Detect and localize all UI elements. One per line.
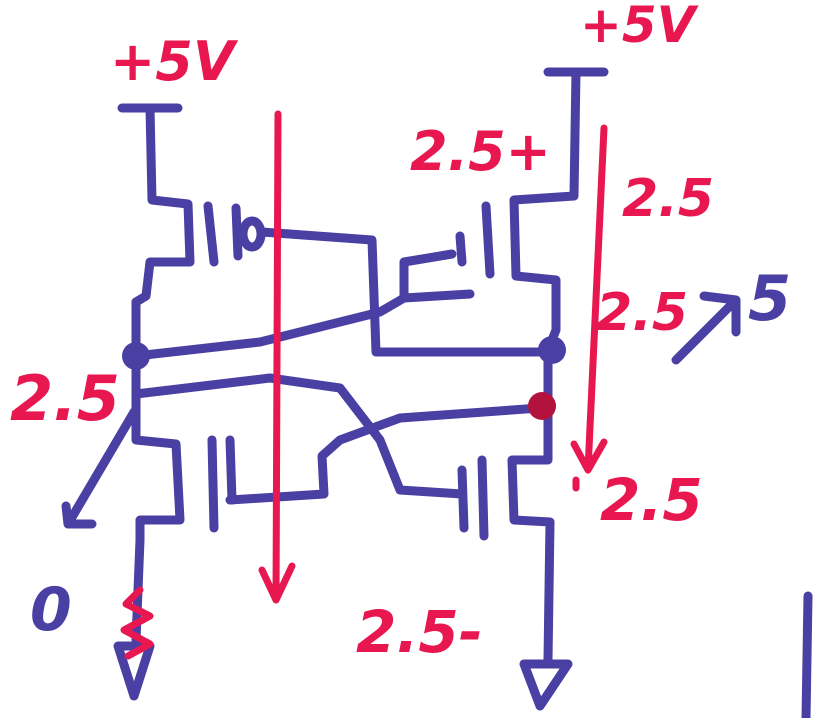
right-node-lower-cross-wire bbox=[225, 403, 545, 505]
right-nmos-label: 2.5- bbox=[356, 598, 483, 666]
right-output-label-top: 2.5 bbox=[596, 283, 688, 343]
left-pmos-channel bbox=[203, 201, 219, 267]
right-pmos-gate-wire bbox=[399, 249, 457, 301]
right-nmos-gate-bar bbox=[457, 465, 469, 533]
left-node-dot bbox=[122, 342, 150, 370]
ground-resistor-squiggle bbox=[120, 586, 154, 660]
left-node-to-right-gate-wire bbox=[131, 289, 475, 361]
left-nmos-gate-bar bbox=[225, 435, 237, 505]
left-supply-label: +5V bbox=[110, 30, 239, 93]
right-node-dot-bottom bbox=[528, 392, 556, 420]
annotation-arrows bbox=[120, 110, 608, 660]
right-pmos-gate-label: 2.5 bbox=[622, 169, 714, 229]
left-nmos-channel bbox=[207, 435, 219, 533]
left-pmos-drain-wire bbox=[131, 103, 195, 357]
schematic-wiring bbox=[61, 67, 813, 718]
arrow-value-label: 5 bbox=[748, 262, 791, 335]
edge-mark bbox=[801, 591, 813, 718]
right-pmos-gate-bar bbox=[455, 231, 467, 267]
right-supply-label: +5V bbox=[580, 0, 699, 54]
right-ground-symbol bbox=[519, 659, 573, 711]
left-node-voltage-label: 2.5 bbox=[10, 362, 120, 435]
left-ground-voltage-label: 0 bbox=[30, 575, 72, 645]
right-current-arrow-red bbox=[570, 124, 608, 474]
left-ground-symbol bbox=[113, 641, 155, 701]
up-right-arrow bbox=[671, 291, 741, 365]
left-node-vertical bbox=[131, 297, 185, 645]
left-current-arrow-red bbox=[258, 110, 296, 604]
left-pmos-gate-bar bbox=[231, 203, 243, 261]
right-node-dot-top bbox=[538, 336, 566, 364]
left-node-lower-cross-wire bbox=[131, 373, 467, 499]
right-pmos-channel bbox=[481, 201, 495, 279]
right-pmos-vsd-label: 2.5+ bbox=[410, 120, 551, 183]
left-pmos-gate-wire bbox=[257, 227, 557, 357]
right-output-label-bottom: 2.5 bbox=[600, 466, 703, 534]
left-current-arrow bbox=[61, 407, 139, 529]
right-nmos-channel bbox=[477, 455, 489, 541]
